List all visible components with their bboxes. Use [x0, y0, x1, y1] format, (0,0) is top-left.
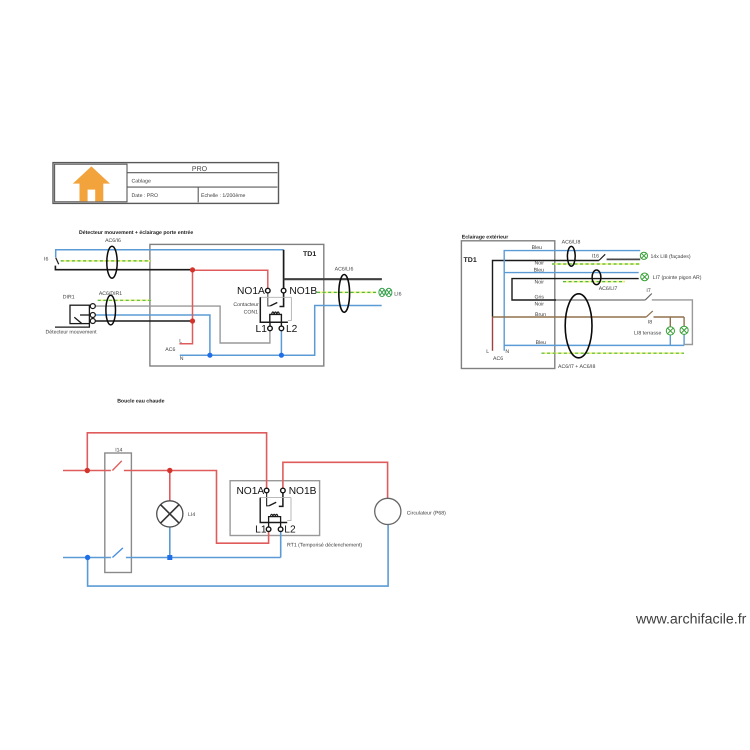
svg-text:Cablage: Cablage: [132, 179, 151, 185]
svg-text:TD1: TD1: [303, 251, 316, 258]
svg-text:Date : PRO: Date : PRO: [132, 193, 159, 199]
svg-text:Brun: Brun: [535, 312, 546, 318]
svg-text:I6: I6: [44, 257, 48, 263]
svg-text:L: L: [486, 349, 489, 355]
svg-text:LI4: LI4: [188, 512, 195, 518]
svg-text:I16: I16: [592, 254, 599, 260]
svg-text:AC6/I7 + AC6/I8: AC6/I7 + AC6/I8: [558, 364, 595, 370]
svg-text:L1: L1: [256, 324, 268, 335]
svg-text:I7: I7: [646, 288, 650, 294]
svg-text:AC6: AC6: [493, 356, 503, 362]
svg-text:14x LI8 (façades): 14x LI8 (façades): [651, 254, 691, 260]
svg-text:I8: I8: [648, 320, 652, 326]
svg-text:L1: L1: [255, 525, 267, 536]
svg-text:N: N: [505, 349, 509, 355]
svg-text:Circulateur (P68): Circulateur (P68): [407, 510, 446, 516]
svg-text:Bleu: Bleu: [536, 340, 546, 346]
svg-text:LI7 (pointe pigon AR): LI7 (pointe pigon AR): [653, 275, 702, 281]
svg-text:AC6/LI8: AC6/LI8: [562, 240, 581, 246]
svg-text:NO1A: NO1A: [237, 286, 265, 297]
svg-text:Gris: Gris: [534, 295, 544, 301]
svg-text:LI8 terrasse: LI8 terrasse: [634, 331, 662, 337]
svg-text:AC6/I6: AC6/I6: [105, 238, 121, 244]
svg-text:AC6/LI6: AC6/LI6: [335, 266, 354, 272]
svg-text:L2: L2: [284, 525, 296, 536]
svg-text:PRO: PRO: [192, 166, 208, 173]
svg-text:I14: I14: [115, 448, 122, 454]
svg-text:Eclairage extérieur: Eclairage extérieur: [462, 235, 508, 241]
svg-text:Contacteur: Contacteur: [233, 302, 259, 308]
svg-text:Noir: Noir: [534, 280, 544, 286]
svg-text:NO1A: NO1A: [236, 486, 264, 497]
svg-text:Noir: Noir: [534, 261, 544, 267]
svg-text:Bleu: Bleu: [534, 267, 544, 273]
svg-text:Détecteur mouvement + éclairag: Détecteur mouvement + éclairage porte en…: [79, 230, 193, 236]
svg-text:TD1: TD1: [464, 257, 477, 264]
svg-text:NO1B: NO1B: [289, 486, 317, 497]
svg-text:AC6/LI7: AC6/LI7: [599, 286, 618, 292]
svg-text:N: N: [180, 356, 184, 362]
svg-text:AC6: AC6: [165, 347, 175, 353]
svg-text:DIR1: DIR1: [63, 295, 75, 301]
svg-text:Bleu: Bleu: [532, 245, 542, 251]
svg-text:Noir: Noir: [534, 302, 544, 308]
svg-text:CON1: CON1: [244, 309, 259, 315]
svg-text:Boucle eau chaude: Boucle eau chaude: [117, 398, 164, 404]
svg-text:L2: L2: [286, 324, 298, 335]
svg-text:L: L: [179, 339, 182, 345]
svg-text:www.archifacile.fr: www.archifacile.fr: [635, 611, 747, 627]
svg-text:RT1 (Temporisé déclenchement): RT1 (Temporisé déclenchement): [287, 543, 362, 549]
svg-text:LI6: LI6: [394, 291, 401, 297]
svg-text:Echelle : 1/200ème: Echelle : 1/200ème: [201, 193, 246, 199]
svg-text:Détecteur mouvement: Détecteur mouvement: [46, 330, 98, 336]
svg-text:AC6/DIR1: AC6/DIR1: [99, 291, 122, 297]
svg-text:NO1B: NO1B: [289, 286, 317, 297]
